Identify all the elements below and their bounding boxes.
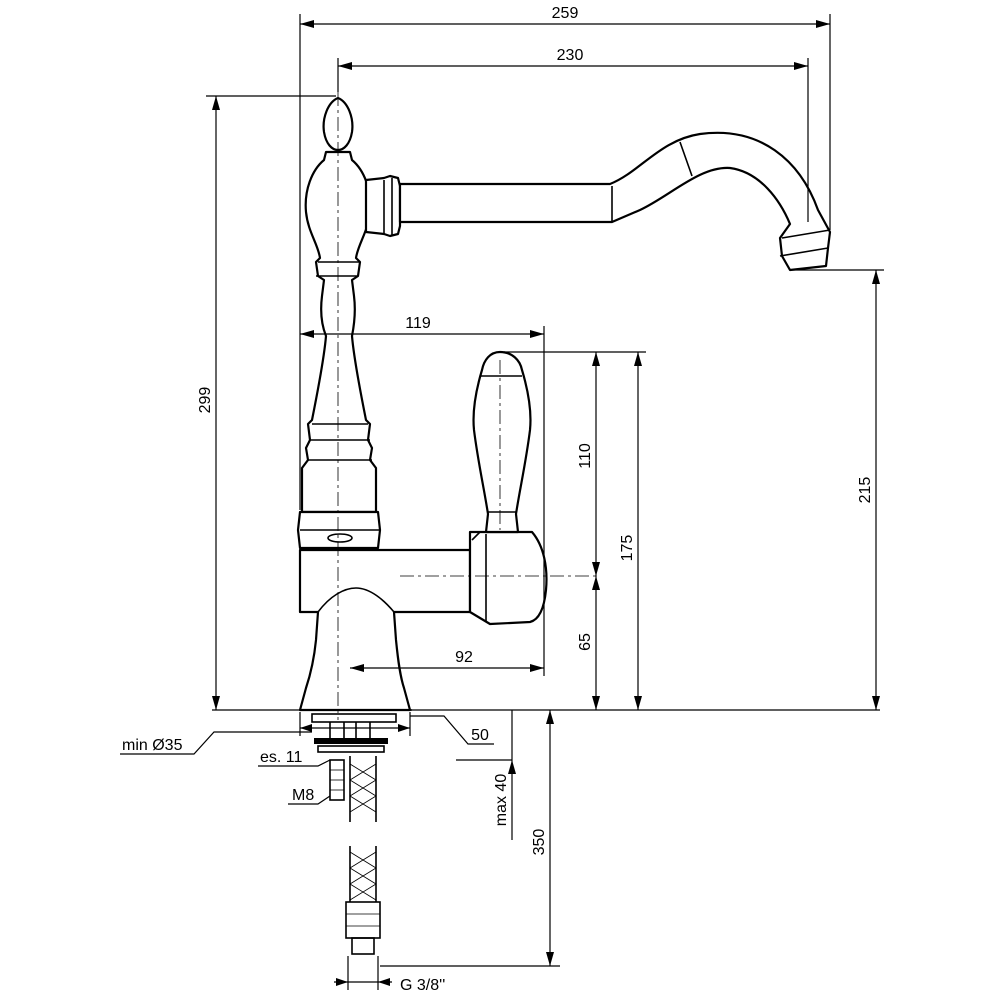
dim-max-deck: max 40 <box>493 774 510 827</box>
dim-spout-reach: 230 <box>557 47 584 64</box>
under-deck-assembly <box>212 709 880 955</box>
dim-hose-length: 350 <box>531 829 548 856</box>
dimension-lines <box>120 14 884 990</box>
dim-lever-axis-height: 65 <box>577 633 594 651</box>
label-hose-connection: G 3/8'' <box>400 977 445 994</box>
dimension-labels: 259 230 119 92 299 215 110 65 175 50 max… <box>122 5 874 994</box>
dim-total-height: 299 <box>197 387 214 414</box>
dim-lever-offset: 92 <box>455 649 473 666</box>
label-hole-diameter: min Ø35 <box>122 737 183 754</box>
dim-body-to-handle: 119 <box>405 315 431 332</box>
center-lines <box>337 92 600 720</box>
dim-handle-top-height: 175 <box>619 535 636 562</box>
label-wrench-size: es. 11 <box>260 749 303 766</box>
faucet-outline <box>296 96 832 712</box>
label-stud-thread: M8 <box>292 787 314 804</box>
dim-handle-length: 110 <box>577 443 594 469</box>
dim-base-diameter: 50 <box>471 727 489 744</box>
dim-spout-height: 215 <box>857 477 874 504</box>
dim-overall-width: 259 <box>552 5 579 22</box>
